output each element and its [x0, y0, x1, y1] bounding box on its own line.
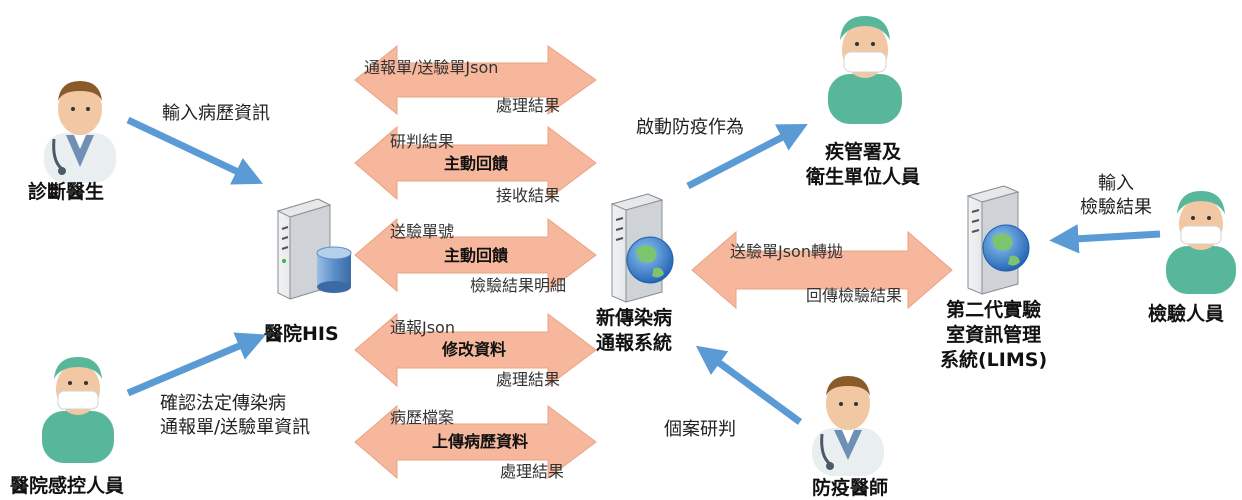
- exchange-2-top: 研判結果: [390, 132, 455, 151]
- exchange-arrow-1: [354, 44, 597, 116]
- exchange-3-bottom: 檢驗結果明細: [470, 276, 567, 295]
- arrow-system-to-cdc: [686, 123, 808, 190]
- lims-label-line-3: 系統(LIMS): [940, 349, 1048, 371]
- lims-label-line-1: 第二代實驗: [946, 299, 1042, 321]
- arrow-doctor-to-his: [126, 116, 263, 185]
- lab-staff-label: 檢驗人員: [1148, 303, 1225, 325]
- epidemic-doctor-label: 防疫醫師: [812, 477, 889, 499]
- exchange-3-middle: 主動回饋: [444, 246, 509, 265]
- lab-staff-icon: [1166, 191, 1236, 294]
- new-system-label: 新傳染病 通報系統: [596, 306, 672, 356]
- doctor-icon: [44, 81, 116, 183]
- exchange-arrow-5: [354, 404, 597, 480]
- exchange-3-top: 送驗單號: [390, 222, 455, 241]
- cdc-label: 疾管署及 衛生單位人員: [806, 140, 920, 190]
- exchange-arrow-4: [354, 312, 597, 388]
- lims-exchange-bottom-label: 回傳檢驗結果: [806, 286, 903, 305]
- flow-label-doctor-to-his: 輸入病歷資訊: [162, 103, 270, 124]
- web-server-icon: [610, 193, 674, 303]
- exchange-1-bottom: 處理結果: [496, 96, 561, 115]
- flow-label-lab-line-2: 檢驗結果: [1080, 197, 1152, 218]
- flow-label-lab-line-1: 輸入: [1098, 173, 1134, 194]
- exchange-arrow-2: [354, 125, 597, 201]
- his-label: 醫院HIS: [264, 323, 339, 345]
- flow-label-infection-line-2: 通報單/送驗單資訊: [160, 417, 311, 438]
- nurse-masked-icon: [42, 357, 114, 463]
- exchange-5-middle: 上傳病歷資料: [432, 432, 529, 451]
- exchange-arrow-3: [354, 217, 597, 293]
- exchange-arrow-lims: [691, 230, 953, 310]
- new-system-label-line-2: 通報系統: [596, 332, 673, 354]
- flow-label-epi-to-system: 個案研判: [664, 419, 736, 440]
- exchange-4-top: 通報Json: [390, 318, 455, 337]
- cdc-label-line-2: 衛生單位人員: [806, 166, 921, 188]
- flow-label-infection-to-his: 確認法定傳染病 通報單/送驗單資訊: [160, 392, 310, 440]
- exchange-1-top: 通報單/送驗單Json: [364, 58, 499, 77]
- masked-staff-icon: [828, 16, 902, 124]
- new-system-label-line-1: 新傳染病: [596, 307, 673, 329]
- flow-label-system-to-cdc: 啟動防疫作為: [636, 117, 744, 138]
- arrow-lab-to-lims: [1049, 224, 1161, 254]
- flow-label-infection-line-1: 確認法定傳染病: [160, 393, 286, 414]
- infection-control-label: 醫院感控人員: [10, 475, 125, 497]
- doctor-label: 診斷醫生: [28, 181, 105, 203]
- exchange-4-bottom: 處理結果: [496, 370, 561, 389]
- exchange-2-bottom: 接收結果: [496, 186, 561, 205]
- lims-exchange-top-label: 送驗單Json轉拋: [730, 242, 843, 261]
- lims-label: 第二代實驗 室資訊管理 系統(LIMS): [940, 298, 1047, 373]
- database-server-icon: [276, 198, 352, 300]
- cdc-label-line-1: 疾管署及: [825, 141, 902, 163]
- lims-server-icon: [966, 185, 1030, 295]
- flow-label-lab-to-lims: 輸入 檢驗結果: [1080, 172, 1152, 220]
- exchange-5-bottom: 處理結果: [500, 462, 565, 481]
- epidemic-doctor-icon: [812, 376, 884, 476]
- exchange-5-top: 病歷檔案: [390, 408, 455, 427]
- lims-label-line-2: 室資訊管理: [946, 324, 1042, 346]
- arrow-infection-to-his: [126, 332, 267, 397]
- arrow-epi-to-system: [695, 345, 803, 425]
- exchange-4-middle: 修改資料: [442, 340, 507, 359]
- exchange-2-middle: 主動回饋: [444, 154, 509, 173]
